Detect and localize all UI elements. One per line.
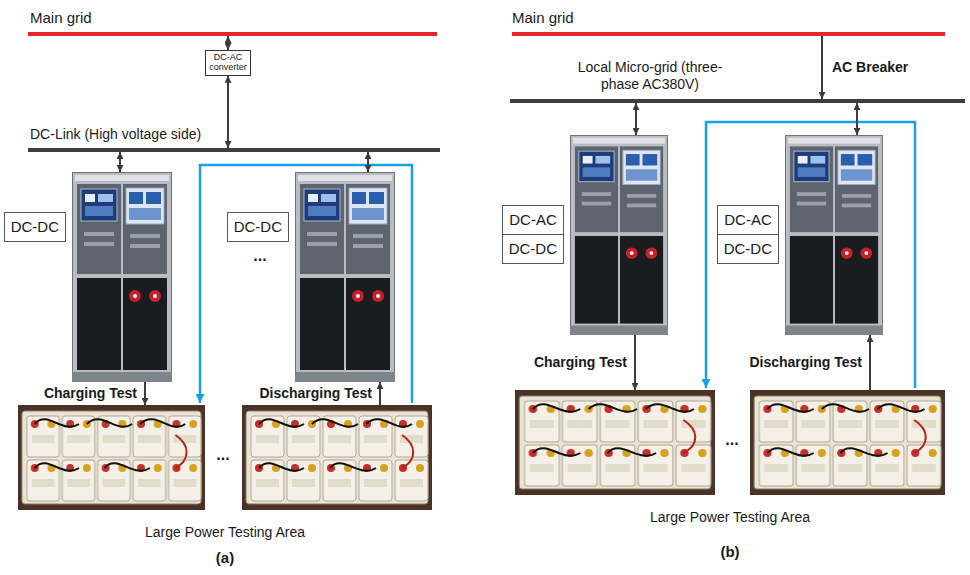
converter-box: DC-AC converter	[205, 50, 251, 76]
micro-grid-bus: Local Micro-grid (three-phase AC380V)	[510, 99, 965, 103]
battery-photo	[18, 405, 205, 510]
ellipsis-mark: ...	[725, 430, 738, 449]
node-label: Local Micro-grid (three-phase AC380V)	[565, 59, 735, 93]
converter-label: DC-DC	[717, 234, 779, 264]
converter-label: DC-AC	[717, 205, 779, 235]
connector-arrow	[821, 36, 823, 99]
battery-photo	[515, 390, 715, 495]
dc-link-bus: DC-Link (High voltage side)	[28, 148, 440, 152]
connector-arrow	[635, 103, 637, 135]
connector-arrow	[367, 152, 369, 172]
edge-label: Charging Test	[532, 354, 629, 371]
edge-label: Charging Test	[42, 385, 139, 402]
connector-arrow	[869, 335, 871, 390]
cabinet-picture	[72, 173, 172, 383]
test-cabinet: DC-ACDC-DC	[785, 135, 883, 335]
power-bus: Main grid	[512, 32, 945, 36]
panel-label: (b)	[720, 543, 739, 561]
cabinet-picture	[785, 135, 883, 335]
node-label: DC-Link (High voltage side)	[30, 126, 201, 143]
testing-area: Large Power Testing Area	[515, 390, 945, 530]
cabinet-picture	[570, 135, 668, 335]
converter-label: DC-DC	[502, 234, 564, 264]
connector-arrow	[227, 76, 229, 148]
panel-label: (a)	[216, 549, 234, 567]
cabinet-picture	[295, 173, 395, 383]
energy-flow-line	[200, 165, 412, 403]
test-cabinet: DC-DC	[72, 172, 172, 382]
cabinet-picture	[570, 135, 668, 335]
testing-area: Large Power Testing Area	[18, 405, 432, 545]
test-cabinet: DC-ACDC-DC	[570, 135, 668, 335]
connector-arrow	[119, 152, 121, 172]
edge-label: Discharging Test	[257, 385, 374, 402]
connector-arrow	[856, 103, 858, 135]
ellipsis-mark: ...	[253, 246, 266, 265]
node-label: Main grid	[30, 9, 92, 27]
power-bus: Main grid	[28, 32, 437, 36]
edge-label: Discharging Test	[747, 354, 864, 371]
node-label: DC-AC converter	[209, 53, 247, 73]
connector-arrow	[379, 382, 381, 405]
converter-label: DC-DC	[227, 212, 289, 242]
converter-label: DC-AC	[502, 205, 564, 235]
cabinet-picture	[295, 172, 395, 382]
edge-label: AC Breaker	[830, 59, 910, 76]
ellipsis-mark: ...	[216, 445, 229, 464]
cabinet-picture	[72, 172, 172, 382]
node-label: Large Power Testing Area	[145, 524, 305, 541]
connector-arrow	[144, 382, 146, 405]
connector-arrow	[227, 36, 229, 50]
energy-flow-line	[706, 122, 915, 388]
cabinet-picture	[785, 135, 883, 335]
node-label: Large Power Testing Area	[650, 509, 810, 526]
connector-arrow	[634, 335, 636, 390]
test-cabinet: DC-DC	[295, 172, 395, 382]
node-label: Main grid	[512, 9, 574, 27]
battery-photo	[750, 390, 945, 495]
battery-photo	[242, 405, 432, 510]
converter-label: DC-DC	[4, 212, 66, 242]
